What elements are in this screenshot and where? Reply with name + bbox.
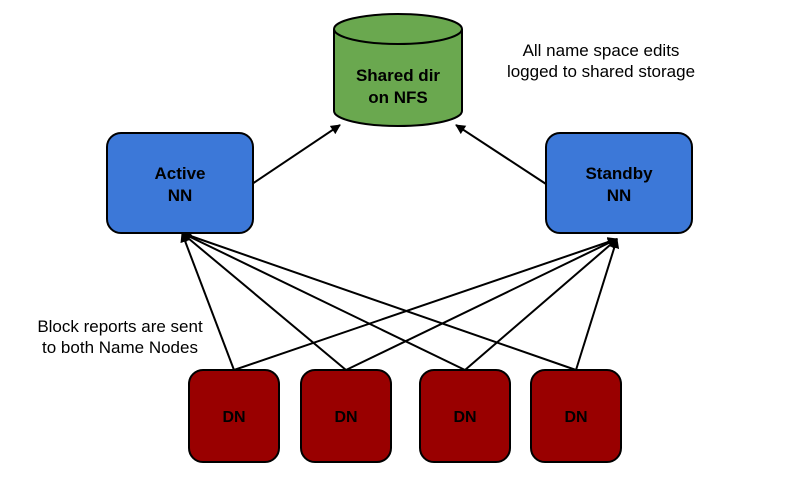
datanode-box <box>300 369 392 463</box>
datanode-box <box>530 369 622 463</box>
datanode-box <box>188 369 280 463</box>
storage-note: All name space edits logged to shared st… <box>486 40 716 82</box>
datanode-label: DN <box>334 409 357 426</box>
dn1-to-standby-arrow <box>233 237 618 371</box>
datanode-label: DN <box>453 409 476 426</box>
block-report-note-line2: to both Name Nodes <box>42 338 198 357</box>
cylinder-body <box>333 29 463 127</box>
standby-namenode-box <box>545 132 693 234</box>
datanode-2[interactable]: DN <box>300 369 392 463</box>
active-namenode-box <box>106 132 254 234</box>
dn2-to-active-arrow <box>181 232 347 371</box>
standby-namenode-label-line2: NN <box>607 186 632 205</box>
standby-namenode-label-line1: Standby <box>585 164 653 183</box>
datanode-label: DN <box>222 409 245 426</box>
dn2-to-standby-arrow <box>345 238 618 371</box>
dn3-to-standby-arrow <box>464 238 618 371</box>
dn4-to-active-arrow <box>181 231 577 371</box>
storage-note-line2: logged to shared storage <box>506 62 696 81</box>
cylinder-top <box>333 13 463 45</box>
storage-note-line1: All name space edits <box>522 41 680 60</box>
datanode-box <box>419 369 511 463</box>
dn4-to-standby-arrow <box>575 238 620 371</box>
datanode-1[interactable]: DN <box>188 369 280 463</box>
active-namenode-label-line1: Active <box>154 164 205 183</box>
block-report-arrows <box>180 231 620 371</box>
storage-label-line2: on NFS <box>368 88 428 107</box>
block-report-note: Block reports are sent to both Name Node… <box>20 316 220 358</box>
shared-storage-cylinder[interactable]: Shared dir on NFS <box>333 13 463 127</box>
datanode-3[interactable]: DN <box>419 369 511 463</box>
active-to-storage-arrow <box>251 124 341 185</box>
active-namenode-label-line2: NN <box>168 186 193 205</box>
block-report-note-line1: Block reports are sent <box>37 317 203 336</box>
dn1-to-active-arrow <box>180 232 235 371</box>
standby-namenode[interactable]: Standby NN <box>545 132 693 234</box>
active-namenode[interactable]: Active NN <box>106 132 254 234</box>
datanode-4[interactable]: DN <box>530 369 622 463</box>
storage-label-line1: Shared dir <box>356 66 440 85</box>
datanode-label: DN <box>564 409 587 426</box>
dn3-to-active-arrow <box>181 232 466 371</box>
standby-to-storage-arrow <box>455 124 547 185</box>
